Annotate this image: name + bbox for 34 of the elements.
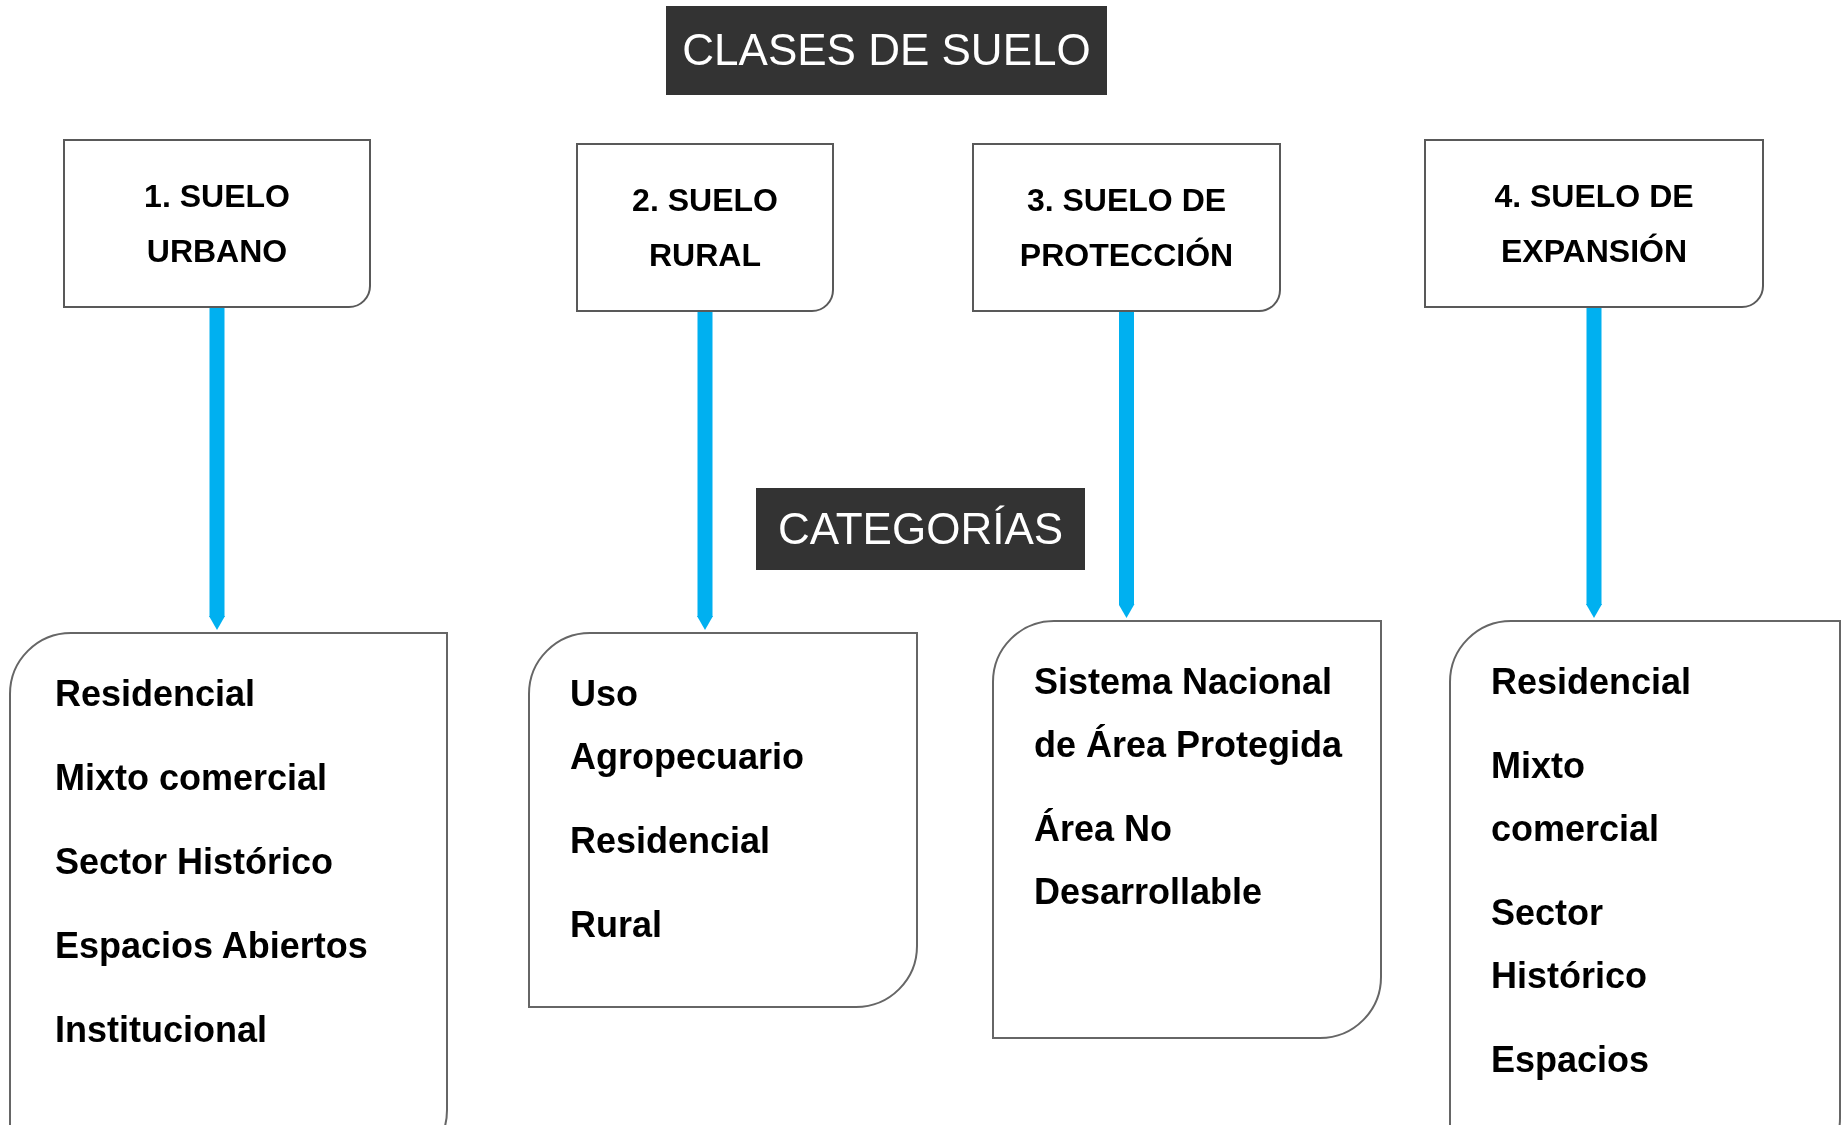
category-item: Sector Histórico — [1491, 891, 1649, 998]
category-item: Mixto comercial — [1491, 744, 1661, 851]
arrow — [697, 312, 713, 630]
category-item: Sector Histórico — [55, 840, 335, 884]
class-box — [972, 143, 1281, 312]
category-item: Rural — [570, 903, 664, 947]
class-label: 1. SUELO URBANO — [143, 177, 291, 271]
category-box — [9, 632, 448, 1125]
class-box — [63, 139, 371, 308]
heading-text: CLASES DE SUELO — [682, 26, 1091, 75]
class-box — [576, 143, 834, 312]
class-label: 2. SUELO RURAL — [631, 181, 779, 275]
class-box — [1424, 139, 1764, 308]
category-box — [1449, 620, 1841, 1125]
heading-text: CATEGORÍAS — [777, 504, 1064, 554]
arrow — [209, 308, 225, 630]
category-item: Residencial — [55, 672, 257, 716]
category-box — [528, 632, 918, 1008]
class-label: 3. SUELO DE PROTECCIÓN — [1018, 181, 1235, 275]
category-box — [992, 620, 1382, 1039]
category-item: Área No Desarrollable — [1034, 807, 1264, 914]
arrow — [1586, 308, 1602, 618]
category-item: Sistema Nacional de Área Protegida — [1034, 660, 1344, 767]
category-item: Espacios — [1491, 1038, 1651, 1082]
category-item: Espacios Abiertos — [55, 924, 369, 968]
category-item: Mixto comercial — [55, 756, 329, 800]
title-box — [666, 6, 1107, 95]
category-item: Residencial — [1491, 660, 1693, 704]
category-item: Residencial — [570, 819, 772, 863]
category-item: Uso Agropecuario — [570, 672, 806, 779]
class-label: 4. SUELO DE EXPANSIÓN — [1493, 177, 1695, 271]
arrow — [1118, 312, 1135, 618]
heading-box — [756, 488, 1085, 570]
category-item: Institucional — [55, 1008, 268, 1052]
